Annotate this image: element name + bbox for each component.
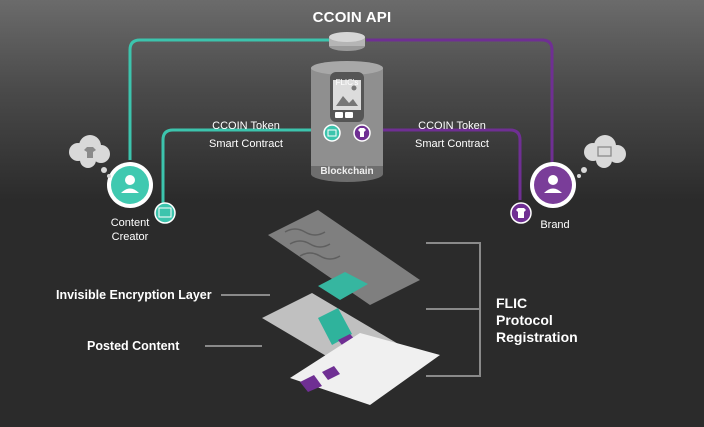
flic-identification-plate [290,333,440,405]
api-disk [329,32,365,51]
left-contract-label: Smart Contract [209,138,283,150]
purple-api-line [366,38,554,163]
encryption-layer-plate [268,210,420,305]
registration-line3: Registration [496,329,578,345]
left-contract-token-label: CCOIN Token [212,120,280,132]
teal-api-line [128,38,330,160]
teal-contract-line [161,128,323,205]
page-title: CCOIN API [312,9,392,26]
encryption-layer-label: Invisible Encryption Layer [56,288,212,302]
right-contract-label: Smart Contract [415,138,489,150]
posted-content-label: Posted Content [87,339,180,353]
flics-phone-label: FLIC's [335,78,359,87]
brand-cloud-icon [577,135,626,178]
creator-label-line1: Content [110,217,150,229]
blockchain-label: Blockchain [320,166,374,177]
registration-line1: FLIC [496,295,528,311]
creator-node [107,162,176,224]
purple-contract-line [372,128,522,200]
blockchain-cylinder [311,61,383,182]
registration-bracket [426,242,481,377]
right-contract-token-label: CCOIN Token [418,120,486,132]
creator-cloud-icon [69,135,111,178]
brand-node [510,162,576,224]
creator-label-line2: Creator [111,231,149,243]
registration-line2: Protocol [496,312,553,328]
brand-label: Brand [540,219,570,231]
